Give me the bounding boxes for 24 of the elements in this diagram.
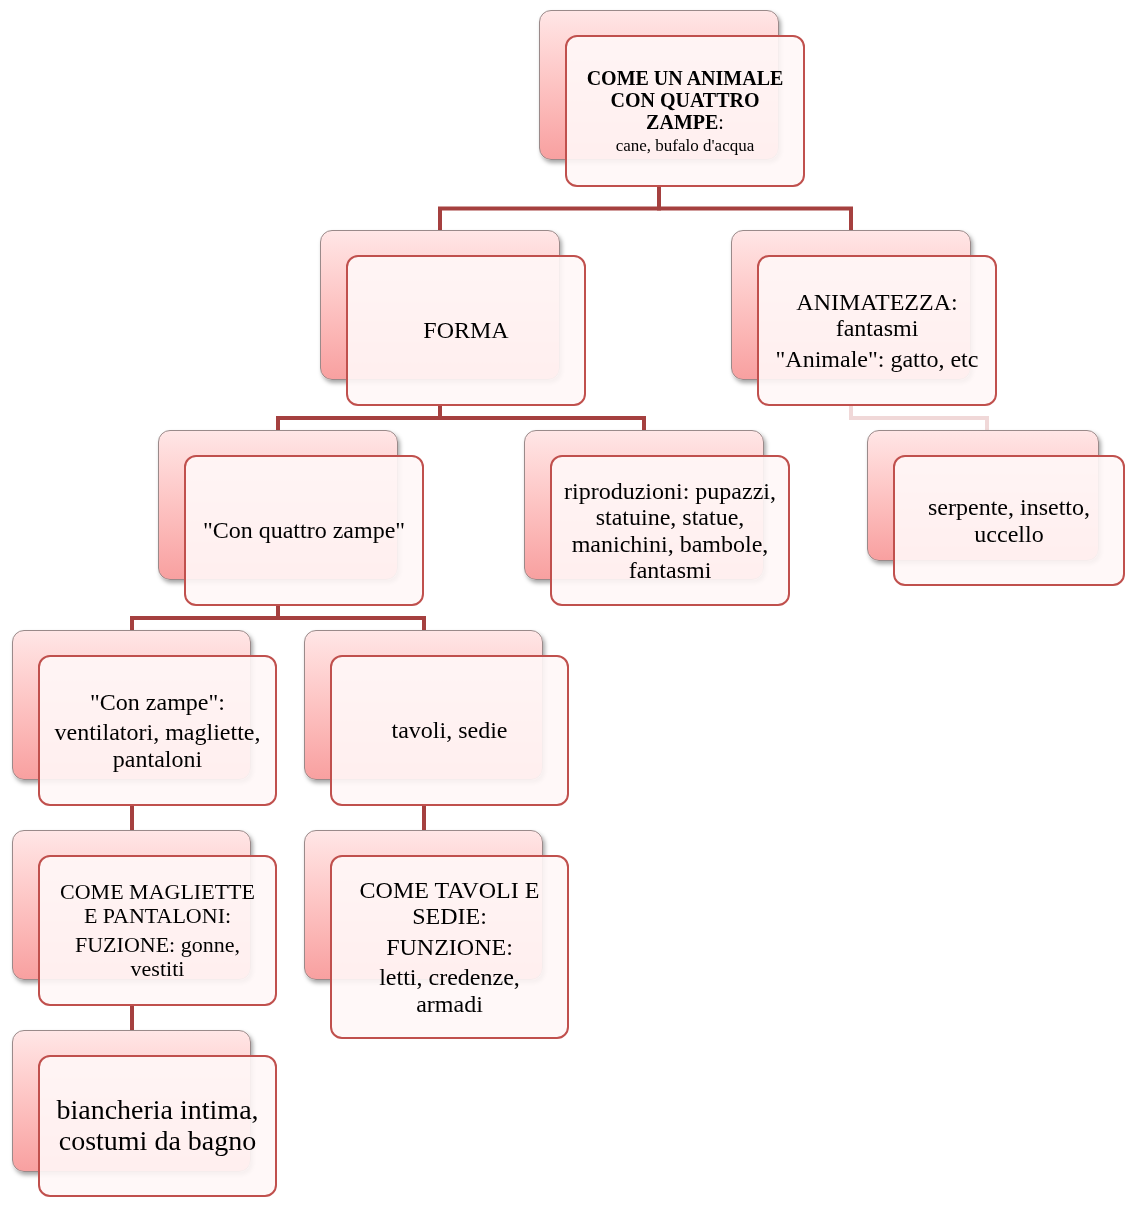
card-text: "Animale": gatto, etc — [775, 345, 979, 373]
card-text: ANIMATEZZA: fantasmi — [795, 288, 959, 342]
card-text: letti, credenze, armadi — [378, 964, 521, 1017]
connector-line — [849, 406, 989, 430]
card-text: tavoli, sedie — [391, 717, 508, 744]
card-text: biancheria intima, costumi da bagno — [55, 1095, 260, 1157]
connector-line — [276, 606, 426, 630]
connector-line — [130, 806, 134, 830]
card-text: ventilatori, magliette, pantaloni — [53, 719, 262, 773]
connector-line — [657, 187, 853, 230]
card-text: FUZIONE: gonne, vestiti — [74, 932, 241, 981]
card-text: "Con quattro zampe" — [202, 517, 406, 544]
connector-line — [422, 806, 426, 830]
card-text: FUNZIONE: — [386, 933, 513, 961]
card-text: FORMA — [423, 317, 509, 344]
card-text: COME TAVOLI E SEDIE: — [358, 877, 541, 930]
connector-line — [130, 1006, 134, 1030]
card-text: cane, bufalo d'acqua — [615, 136, 755, 156]
card-text: "Con zampe": — [90, 688, 225, 716]
card-text: COME MAGLIETTE E PANTALONI: — [59, 880, 256, 929]
card-text: riproduzioni: pupazzi, statuine, statue, manichini, bambole, fantasmi — [564, 477, 776, 584]
card-text: serpente, insetto, uccello — [927, 494, 1091, 547]
connector-line — [438, 406, 646, 430]
card-text: COME UN ANIMALE CON QUATTRO ZAMPE: — [585, 66, 785, 133]
